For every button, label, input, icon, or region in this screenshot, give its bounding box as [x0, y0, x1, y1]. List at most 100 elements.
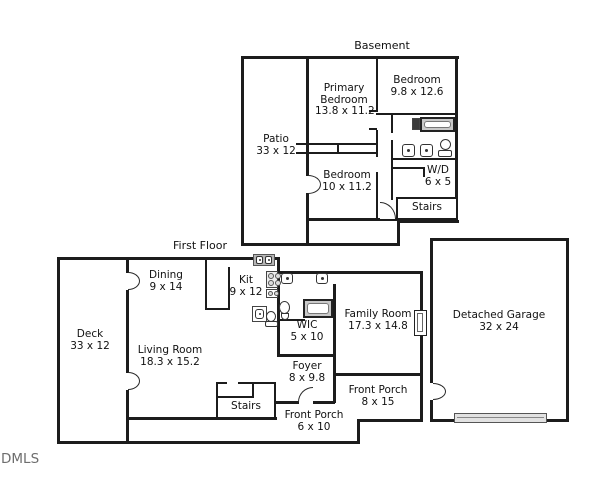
room-label-garage: Detached Garage 32 x 24 [452, 309, 546, 333]
vanity-counter [391, 158, 458, 160]
wall [126, 417, 277, 420]
wall [420, 373, 423, 422]
wall [57, 441, 359, 444]
room-label-wd: W/D 6 x 5 [424, 164, 452, 188]
door-arc-icon [128, 372, 140, 390]
wall [205, 308, 230, 310]
wall [57, 257, 60, 444]
wall [241, 56, 459, 59]
basement-title: Basement [354, 39, 410, 52]
wall [313, 401, 335, 404]
wall [126, 290, 129, 373]
bathtub-inner [424, 121, 451, 128]
fireplace-icon [414, 310, 427, 336]
pedestal-sink-base [281, 313, 289, 320]
room-label-bedroom-2: Bedroom 9.8 x 12.6 [390, 74, 444, 98]
room-label-living-room: Living Room 18.3 x 15.2 [137, 344, 203, 368]
toilet-tank [265, 321, 278, 327]
basement-stairs-box [396, 197, 458, 220]
room-label-bedroom-3: Bedroom 10 x 11.2 [322, 169, 372, 193]
wall-fixture-icon [316, 273, 328, 284]
wall [430, 238, 433, 383]
stairs-line [217, 396, 254, 398]
bathtub-icon [420, 117, 455, 132]
wall [57, 257, 280, 260]
wall [376, 113, 458, 115]
wall [306, 218, 397, 221]
mls-watermark: DMLS [1, 451, 40, 467]
bathtub-inner [307, 303, 329, 314]
wall [397, 220, 400, 246]
firebox [417, 313, 423, 332]
room-label-basement-stairs: Stairs [412, 201, 442, 213]
door-arc-icon [433, 383, 446, 400]
wall [430, 400, 433, 422]
sink-drain [407, 149, 410, 152]
sink-icon [256, 256, 263, 264]
kitchen-double-sink-icon [253, 254, 275, 266]
stairs-line [252, 383, 254, 397]
wall [357, 419, 360, 444]
wall [277, 271, 423, 274]
wall [376, 130, 378, 144]
wall [126, 257, 129, 273]
burner [268, 291, 273, 296]
burner [268, 273, 274, 279]
sink-drain [425, 149, 428, 152]
first-floor-title: First Floor [172, 239, 227, 252]
wall [205, 259, 207, 310]
fixture-dot [320, 277, 324, 280]
wall [376, 56, 378, 112]
oven-icon [266, 289, 279, 298]
wall [566, 238, 569, 422]
wall [241, 56, 244, 246]
door-arc-icon [298, 387, 313, 402]
garage-door-icon [454, 413, 547, 423]
sink-icon [265, 256, 272, 264]
fixture-dot [285, 277, 289, 280]
room-label-foyer: Foyer 8 x 9.8 [288, 360, 326, 384]
burner [268, 280, 274, 286]
room-label-patio: Patio 33 x 12 [256, 133, 296, 157]
wall [277, 354, 335, 357]
wall [333, 376, 336, 403]
burner [275, 273, 281, 279]
wall [333, 373, 423, 376]
wall [333, 284, 336, 374]
burner [274, 291, 279, 296]
sink-icon [420, 144, 433, 157]
wall [391, 167, 424, 169]
wall [397, 220, 459, 223]
closet-shelf-icon [412, 118, 420, 130]
door-arc-icon [380, 202, 396, 219]
room-label-family-room: Family Room 17.3 x 14.8 [344, 308, 412, 332]
door-jamb [369, 128, 377, 130]
room-label-deck: Deck 33 x 12 [70, 328, 110, 352]
wall [391, 140, 393, 200]
wall-fixture-icon [281, 273, 293, 284]
room-label-front-porch-small: Front Porch 6 x 10 [284, 409, 344, 433]
closet-line [391, 113, 393, 133]
wall [277, 257, 280, 274]
sink-drain [258, 259, 261, 261]
room-label-stairs: Stairs [231, 400, 261, 412]
wall [306, 56, 309, 176]
door-jamb [369, 110, 377, 112]
closet-line [337, 143, 339, 154]
wall [241, 243, 400, 246]
wall [423, 167, 425, 177]
sink-drain [267, 259, 270, 261]
room-label-primary-bedroom: Primary Bedroom 13.8 x 11.2 [315, 82, 375, 117]
sink-drain [258, 313, 261, 315]
room-label-kitchen: Kit 9 x 12 [229, 274, 263, 298]
wall [376, 142, 378, 157]
wall [455, 56, 458, 223]
wall [357, 419, 423, 422]
stairs-box [216, 382, 276, 419]
room-label-wic: WIC 5 x 10 [290, 319, 324, 343]
stairs-doorway-gap [227, 381, 238, 385]
burner [275, 280, 281, 286]
wall [376, 172, 378, 220]
toilet-icon [440, 139, 451, 150]
